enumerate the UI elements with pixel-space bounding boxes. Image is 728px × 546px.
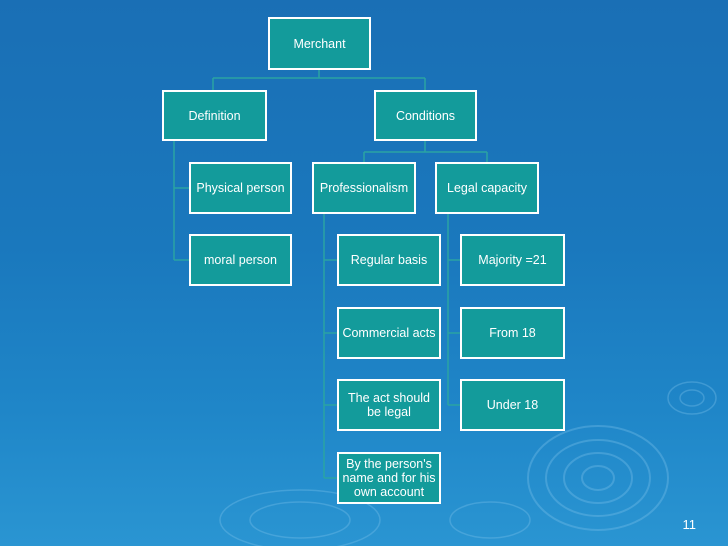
node-from-18: From 18	[460, 307, 565, 359]
page-number: 11	[682, 517, 697, 532]
connector-conditions-children	[363, 140, 488, 162]
node-persons-name: By the person's name and for his own acc…	[337, 452, 441, 504]
node-commercial-acts: Commercial acts	[337, 307, 441, 359]
connector-professionalism-children	[323, 213, 338, 479]
node-act-legal: The act should be legal	[337, 379, 441, 431]
node-definition: Definition	[162, 90, 267, 141]
node-conditions: Conditions	[374, 90, 477, 141]
connector-definition-children	[173, 140, 190, 261]
node-moral-person: moral person	[189, 234, 292, 286]
node-legal-capacity: Legal capacity	[435, 162, 539, 214]
node-professionalism: Professionalism	[312, 162, 416, 214]
node-regular-basis: Regular basis	[337, 234, 441, 286]
node-merchant: Merchant	[268, 17, 371, 70]
node-under-18: Under 18	[460, 379, 565, 431]
node-physical-person: Physical person	[189, 162, 292, 214]
connector-merchant-children	[212, 70, 426, 90]
node-majority: Majority =21	[460, 234, 565, 286]
connector-legal-capacity-children	[447, 213, 461, 406]
